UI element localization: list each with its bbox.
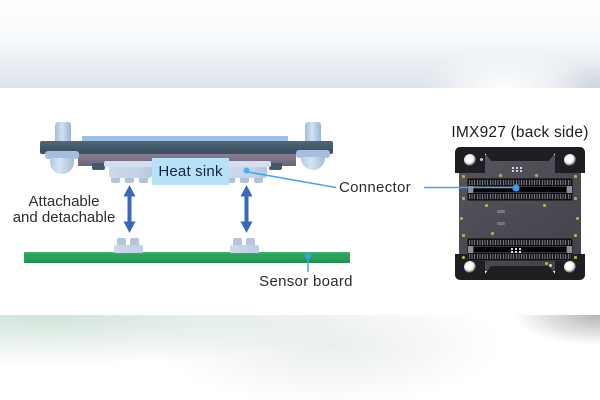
heat-sink-screw-left <box>55 122 71 142</box>
connector-foot <box>125 178 134 183</box>
mount-hole <box>464 261 476 273</box>
mount-hole <box>564 154 576 166</box>
board-connector-bump <box>117 238 126 246</box>
mount-hole <box>464 154 476 166</box>
board-standoff <box>269 163 282 170</box>
attachable-label-line1: Attachable <box>28 193 100 210</box>
connector-left-body <box>109 167 152 178</box>
heat-sink-base-bar <box>40 141 333 154</box>
connector-label: Connector <box>339 179 411 196</box>
heat-sink-label: Heat sink <box>152 158 229 185</box>
connector-slot <box>473 186 567 193</box>
attachable-label: Attachable and detachable <box>6 194 122 226</box>
connector-foot <box>240 178 249 183</box>
component-cluster <box>511 248 513 250</box>
thumb-screw-washer-right <box>296 150 330 158</box>
detach-arrow-left <box>123 185 136 233</box>
silkscreen-mark <box>497 210 505 213</box>
connector-pins <box>469 254 571 259</box>
gold-vias <box>455 147 458 150</box>
silkscreen-mark <box>497 222 505 225</box>
module-bracket-top <box>480 147 560 161</box>
heat-sink-screw-right <box>305 122 321 142</box>
module-pip <box>549 264 552 267</box>
thumb-screw-knob-right <box>301 157 325 170</box>
imx927-module-photo <box>455 147 585 280</box>
connector-end-tab <box>468 246 473 253</box>
mount-hole <box>564 261 576 273</box>
connector-end-tab <box>468 186 473 193</box>
connector-slot <box>473 246 567 253</box>
module-pip <box>480 158 483 161</box>
thumb-screw-washer-left <box>45 151 79 159</box>
connector-pins <box>469 194 571 199</box>
board-connector-bump <box>246 238 255 246</box>
connector-foot <box>111 178 120 183</box>
module-bracket-bottom <box>480 266 560 280</box>
board-connector-right <box>230 245 259 253</box>
connector-right-body <box>224 167 267 178</box>
connector-pins <box>469 240 571 245</box>
module-title: IMX927 (back side) <box>451 124 589 141</box>
board-connector-left <box>114 245 143 253</box>
board-standoff <box>92 163 105 170</box>
connector-foot <box>139 178 148 183</box>
module-connector-lower <box>467 238 573 261</box>
connector-left-flange <box>104 161 156 167</box>
component-cluster <box>512 167 514 169</box>
connector-pins <box>469 180 571 185</box>
connector-right-flange <box>219 161 271 167</box>
detach-arrow-right <box>240 185 253 233</box>
thumb-screw-knob-left <box>50 158 74 174</box>
bottom-gradient-band <box>0 315 600 400</box>
connector-end-tab <box>567 246 572 253</box>
sensor-board-label: Sensor board <box>259 273 353 290</box>
top-gradient-band <box>0 0 600 88</box>
module-connector-upper <box>467 178 573 201</box>
board-connector-bump <box>233 238 242 246</box>
board-connector-bump <box>130 238 139 246</box>
sensor-board <box>24 252 350 263</box>
attachable-label-line2: and detachable <box>12 209 116 226</box>
connector-end-tab <box>567 186 572 193</box>
heat-sink-top-plate <box>82 136 288 142</box>
connector-foot <box>226 178 235 183</box>
connector-foot <box>254 178 263 183</box>
